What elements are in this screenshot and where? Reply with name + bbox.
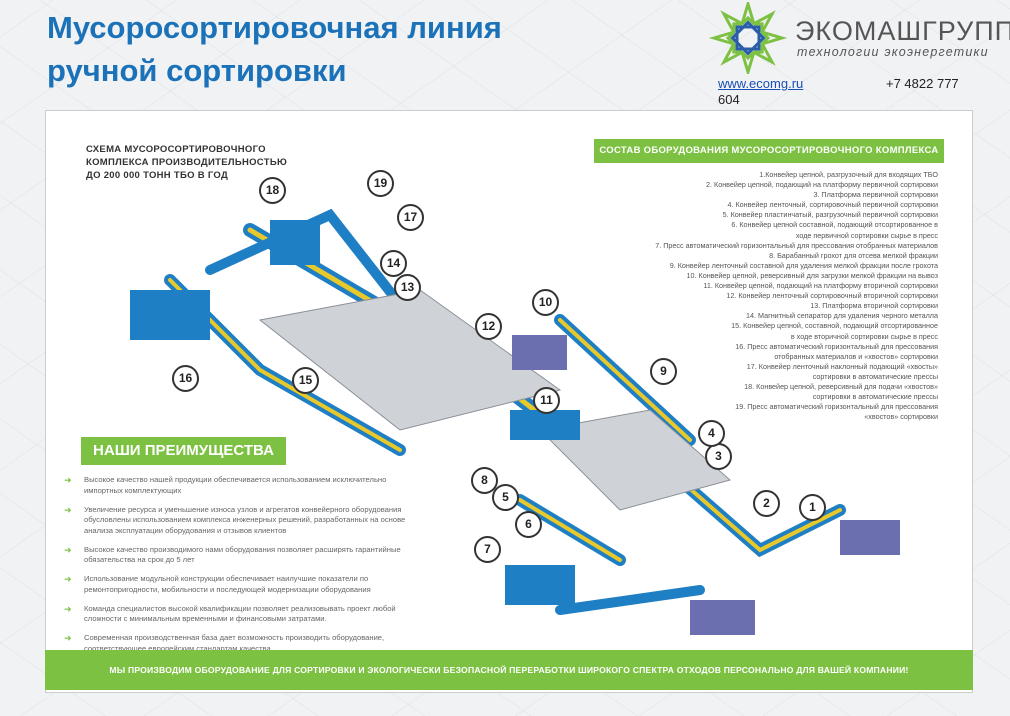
equipment-list: 1.Конвейер цепной, разгрузочный для вход… bbox=[595, 170, 938, 422]
equipment-item: 7. Пресс автоматический горизонтальный д… bbox=[655, 240, 938, 250]
callout-6: 6 bbox=[515, 511, 542, 538]
callout-2: 2 bbox=[753, 490, 780, 517]
equipment-item: 4. Конвейер ленточный, сортировочный пер… bbox=[727, 200, 939, 210]
advantages-title: НАШИ ПРЕИМУЩЕСТВА bbox=[81, 437, 286, 465]
equipment-item: 3. Платформа первичной сортировки bbox=[813, 190, 938, 200]
advantage-text: Использование модульной конструкции обес… bbox=[84, 574, 371, 594]
advantage-item: ➜ Использование модульной конструкции обе… bbox=[64, 574, 424, 595]
callout-13: 13 bbox=[394, 274, 421, 301]
arrow-icon: ➜ bbox=[64, 574, 72, 584]
advantage-text: Увеличение ресурса и уменьшение износа у… bbox=[84, 504, 406, 535]
phone-number: +7 4822 777 bbox=[886, 76, 959, 91]
equipment-item: 10. Конвейер цепной, реверсивный для заг… bbox=[686, 270, 938, 280]
advantage-text: Высокое качество производимого нами обор… bbox=[84, 544, 401, 565]
equipment-item: 16. Пресс автоматический горизонтальный … bbox=[735, 341, 938, 361]
advantages-list: ➜ Высокое качество нашей продукции обеспе… bbox=[64, 475, 424, 663]
arrow-icon: ➜ bbox=[64, 633, 72, 643]
equipment-item: 14. Магнитный сепаратор для удаления чер… bbox=[746, 311, 938, 321]
scheme-title: СХЕМА МУСОРОСОРТИРОВОЧНОГО КОМПЛЕКСА ПРО… bbox=[86, 144, 288, 181]
equipment-item: 18. Конвейер цепной, реверсивный для под… bbox=[744, 381, 938, 402]
callout-7: 7 bbox=[474, 536, 501, 563]
callout-1: 1 bbox=[799, 494, 826, 521]
callout-8: 8 bbox=[471, 467, 498, 494]
equipment-item: 13. Платформа вторичной сортировки bbox=[810, 301, 938, 311]
callout-9: 9 bbox=[650, 358, 677, 385]
callout-4: 4 bbox=[698, 420, 725, 447]
equipment-item: 12. Конвейер ленточный сортировочный вто… bbox=[726, 291, 938, 301]
brand-tagline: технологии экоэнергетики bbox=[797, 45, 989, 59]
title-line-2: ручной сортировки bbox=[47, 53, 347, 88]
equipment-item: 9. Конвейер ленточный составной для удал… bbox=[669, 260, 938, 270]
equipment-item: 6. Конвейер цепной составной, подающий о… bbox=[731, 220, 938, 240]
brand-name: ЭКОМАШГРУПП bbox=[795, 16, 1010, 46]
callout-12: 12 bbox=[475, 313, 502, 340]
advantage-item: ➜ Увеличение ресурса и уменьшение износа … bbox=[64, 505, 424, 537]
callout-11: 11 bbox=[533, 387, 560, 414]
equipment-item: 19. Пресс автоматический горизонтальный … bbox=[735, 402, 938, 422]
advantage-item: ➜ Современная производственная база дает … bbox=[64, 633, 424, 654]
arrow-icon: ➜ bbox=[64, 603, 72, 614]
advantage-text: Высокое качество нашей продукции обеспеч… bbox=[84, 475, 387, 495]
equipment-item: 17. Конвейер ленточный наклонный подающи… bbox=[746, 361, 938, 381]
equipment-item: 11. Конвейер цепной, подающий на платфор… bbox=[703, 281, 938, 291]
website-link[interactable]: www.ecomg.ru bbox=[718, 76, 804, 91]
callout-10: 10 bbox=[532, 289, 559, 316]
equipment-item: 1.Конвейер цепной, разгрузочный для вход… bbox=[759, 170, 938, 179]
callout-17: 17 bbox=[397, 204, 424, 231]
callout-18: 18 bbox=[259, 177, 286, 204]
phone-number-continued: 604 bbox=[718, 92, 740, 107]
arrow-icon: ➜ bbox=[64, 544, 72, 555]
advantage-item: ➜ Высокое качество нашей продукции обеспе… bbox=[64, 475, 424, 496]
equipment-item: 5. Конвейер пластинчатый, разгрузочный п… bbox=[722, 210, 938, 220]
advantage-item: ➜ Высокое качество производимого нами обо… bbox=[64, 545, 424, 566]
title-line-1: Мусоросортировочная линия bbox=[47, 10, 502, 45]
arrow-icon: ➜ bbox=[64, 475, 72, 485]
callout-16: 16 bbox=[172, 365, 199, 392]
equipment-item: 15. Конвейер цепной, составной, подающий… bbox=[731, 321, 938, 341]
arrow-icon: ➜ bbox=[64, 504, 72, 515]
equipment-title: СОСТАВ ОБОРУДОВАНИЯ МУСОРОСОРТИРОВОЧНОГО… bbox=[594, 139, 944, 163]
page-title: Мусоросортировочная линия ручной сортиров… bbox=[47, 6, 502, 92]
advantage-text: Команда специалистов высокой квалификаци… bbox=[84, 603, 396, 624]
callout-3: 3 bbox=[705, 443, 732, 470]
advantage-item: ➜ Команда специалистов высокой квалификац… bbox=[64, 604, 424, 625]
advantage-text: Современная производственная база дает в… bbox=[84, 633, 385, 653]
callout-5: 5 bbox=[492, 484, 519, 511]
callout-19: 19 bbox=[367, 170, 394, 197]
callout-14: 14 bbox=[380, 250, 407, 277]
footer-banner: МЫ ПРОИЗВОДИМ ОБОРУДОВАНИЕ ДЛЯ СОРТИРОВК… bbox=[45, 650, 973, 690]
callout-15: 15 bbox=[292, 367, 319, 394]
logo-icon bbox=[708, 2, 788, 74]
equipment-item: 8. Барабанный грохот для отсева мелкой ф… bbox=[769, 250, 938, 260]
equipment-item: 2. Конвейер цепной, подающий на платформ… bbox=[706, 180, 938, 190]
